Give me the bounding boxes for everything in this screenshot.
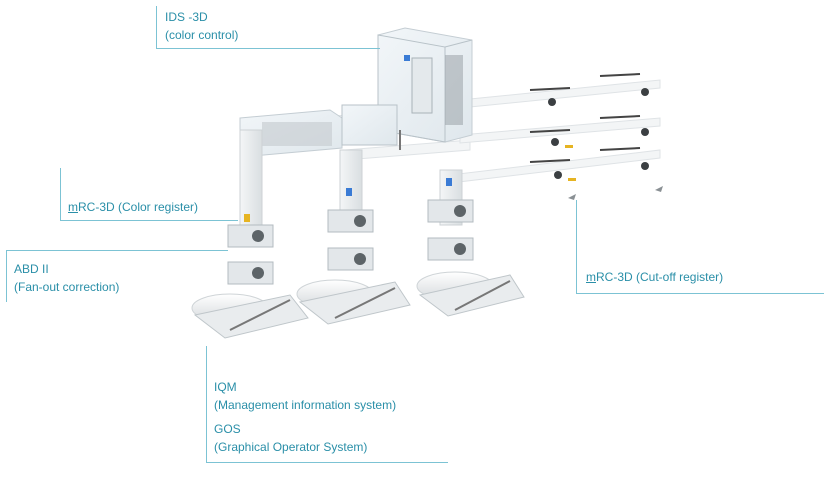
abd-label-title: ABD II: [14, 262, 49, 276]
abd-label: ABD II (Fan-out correction): [14, 260, 119, 296]
ids-leader-vertical: [156, 6, 157, 48]
mrc-cutoff-leader-vertical: [576, 200, 577, 294]
cutoff-sensors: [529, 73, 663, 200]
mrc-cutoff-leader-horizontal: [576, 293, 824, 294]
mrc-color-leader-vertical: [60, 168, 61, 220]
gos-label-title: GOS: [214, 422, 241, 436]
mrc-cutoff-label-prefix: m: [586, 270, 596, 284]
printing-tower-2: [296, 149, 411, 325]
ids-label-title: IDS -3D: [165, 10, 208, 24]
dryer-unit: [239, 104, 398, 157]
gos-label-subtitle: (Graphical Operator System): [214, 440, 368, 454]
abd-leader-vertical: [6, 250, 7, 302]
iqm-label-title: IQM: [214, 380, 237, 394]
mrc-cutoff-label: mRC-3D (Cut-off register): [586, 268, 723, 286]
iqm-label-subtitle: (Management information system): [214, 398, 397, 412]
abd-label-subtitle: (Fan-out correction): [14, 280, 120, 294]
mrc-color-label: mRC-3D (Color register): [68, 198, 198, 216]
mrc-cutoff-label-text: RC-3D (Cut-off register): [596, 270, 724, 284]
ids-label-subtitle: (color control): [165, 28, 239, 42]
ids-label: IDS -3D (color control): [165, 8, 238, 44]
abd-leader-horizontal: [6, 250, 228, 251]
iqm-leader-vertical: [206, 346, 207, 462]
printing-tower-3: [416, 169, 525, 317]
ids-leader-horizontal: [156, 48, 380, 49]
iqm-leader-horizontal: [206, 462, 448, 463]
gos-label: GOS (Graphical Operator System): [214, 420, 367, 456]
iqm-label: IQM (Management information system): [214, 378, 396, 414]
mrc-color-leader-horizontal: [60, 220, 238, 221]
printing-tower-1: [191, 129, 309, 339]
mrc-color-label-text: RC-3D (Color register): [78, 200, 199, 214]
mrc-color-label-prefix: m: [68, 200, 78, 214]
